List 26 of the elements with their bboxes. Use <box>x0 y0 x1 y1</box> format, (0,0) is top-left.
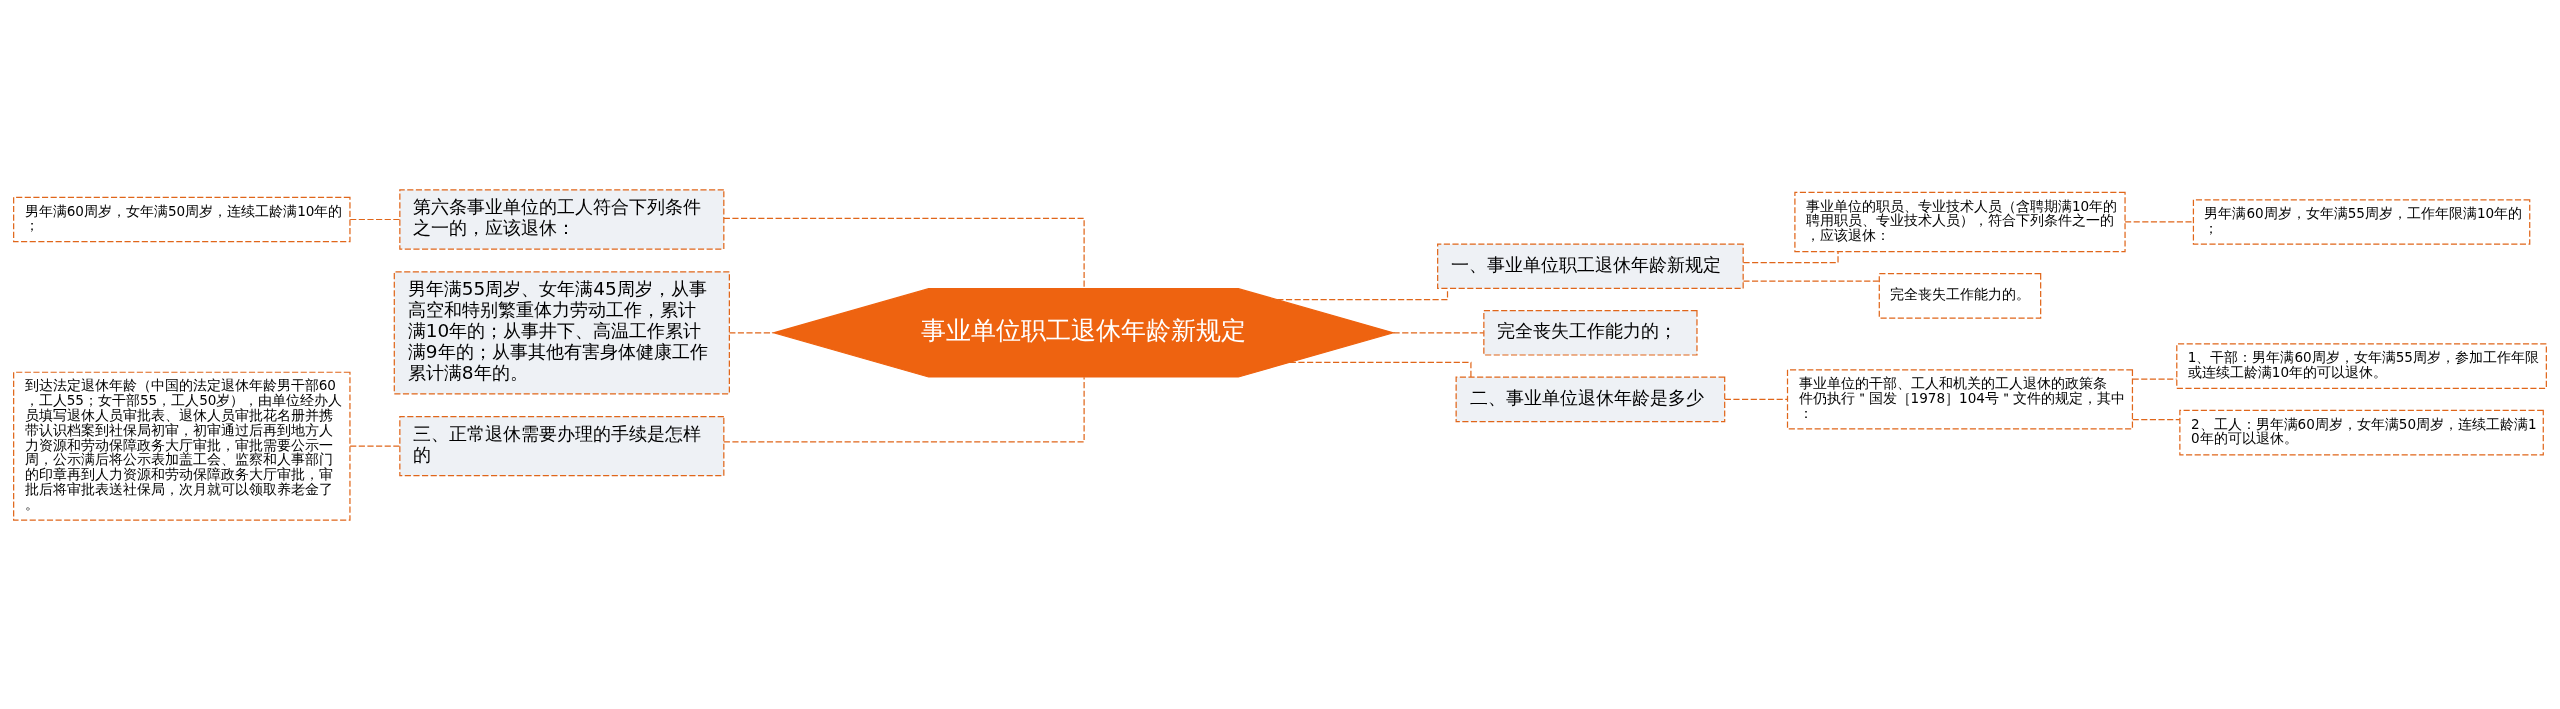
node-box: 三、正常退休需要办理的手续是怎样的 <box>399 415 725 476</box>
connector <box>723 217 1085 289</box>
connector <box>349 445 401 447</box>
connector <box>2132 377 2178 380</box>
connector <box>723 376 1085 442</box>
node-box: 事业单位的干部、工人和机关的工人退休的政策条件仍执行＂国发［1978］104号＂文件的规定，其中： <box>1786 368 2134 430</box>
node-box: 事业单位的职员、专业技术人员（含聘期满10年的聘用职员、专业技术人员），符合下列条件之一的，应该退休： <box>1794 191 2126 252</box>
node-box: 到达法定退休年龄（中国的法定退休年龄男干部60，工人55；女干部55，工人50岁），由单位经办人员填写退休人员审批表、退休人员审批花名册并携带认识档案到社保局初审，初审通过后再到地方人力资源和劳动保障政务大厅审批，审批需要公示一周，公示满后将公示表加盖工会、监察和人事部门的印章再到人力资源和劳动保障政务大厅审批，审批后将审批表送社保局，次月就可以领取养老金了。 <box>13 371 351 521</box>
node-box: 完全丧失工作能力的。 <box>1878 272 2042 319</box>
connector <box>2132 418 2181 420</box>
node-box: 第六条事业单位的工人符合下列条件之一的，应该退休： <box>399 188 725 250</box>
node-box: 1、干部：男年满60周岁，女年满55周岁，参加工作年限或连续工龄满10年的可以退休。 <box>2176 342 2547 389</box>
node-box: 完全丧失工作能力的； <box>1483 309 1698 356</box>
connector <box>1392 331 1485 333</box>
node-box: 男年满55周岁、女年满45周岁，从事高空和特别繁重体力劳动工作，累计满10年的；从事井下、高温工作累计满9年的；从事其他有害身体健康工作累计满8年的。 <box>393 270 730 394</box>
node-box: 一、事业单位职工退休年龄新规定 <box>1437 243 1744 289</box>
node-box: 男年满60周岁，女年满55周岁，工作年限满10年的； <box>2192 198 2531 245</box>
connector <box>728 331 774 333</box>
connector <box>1289 361 1472 378</box>
connector <box>349 218 401 220</box>
node-box: 男年满60周岁，女年满50周岁，连续工龄满10年的； <box>13 196 351 242</box>
connector <box>1742 279 1880 282</box>
connector <box>1724 398 1789 400</box>
node-box: 2、工人：男年满60周岁，女年满50周岁，连续工龄满10年的可以退休。 <box>2179 409 2544 455</box>
node-box: 二、事业单位退休年龄是多少 <box>1455 376 1726 422</box>
connector <box>2124 220 2194 223</box>
